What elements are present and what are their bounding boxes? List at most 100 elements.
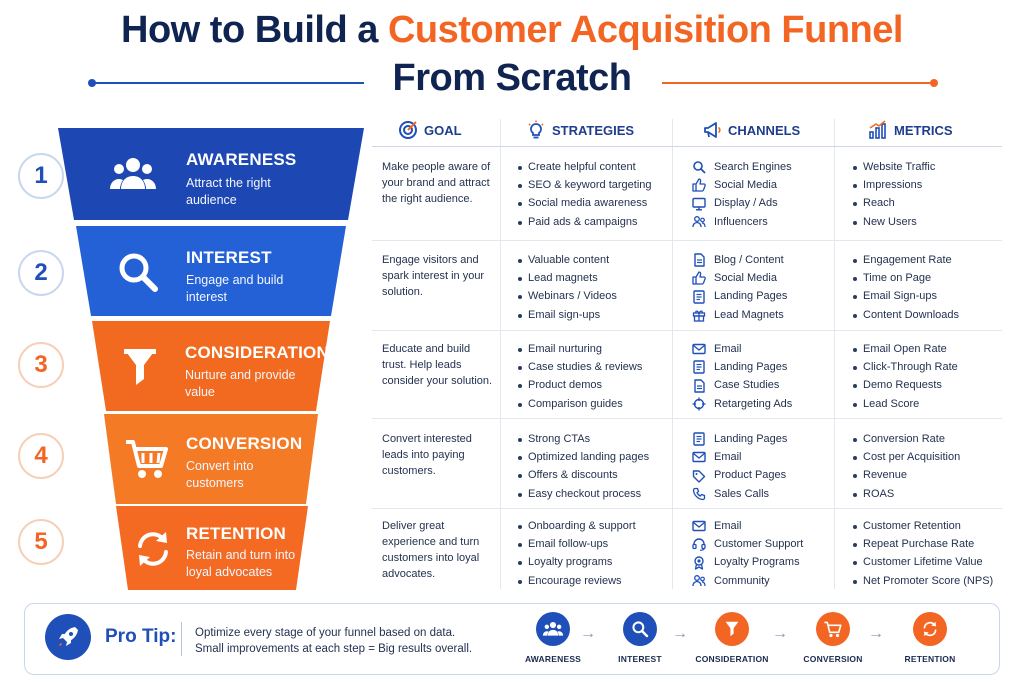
channel-label: Community bbox=[714, 574, 770, 587]
column-header-metrics: METRICS bbox=[868, 119, 953, 141]
phone-icon bbox=[692, 487, 706, 501]
strategy-item: Valuable content bbox=[517, 251, 617, 269]
channel-item: Landing Pages bbox=[692, 430, 787, 448]
users-icon bbox=[536, 612, 570, 646]
metric-item: Click-Through Rate bbox=[852, 358, 958, 376]
strategy-item: SEO & keyword targeting bbox=[517, 176, 652, 194]
channel-item: Sales Calls bbox=[692, 485, 787, 503]
channel-item: Lead Magnets bbox=[692, 306, 787, 324]
channel-label: Influencers bbox=[714, 215, 768, 228]
channel-item: Email bbox=[692, 448, 787, 466]
page-title: How to Build a Customer Acquisition Funn… bbox=[0, 8, 1024, 100]
target-icon bbox=[399, 121, 417, 139]
headset-icon bbox=[692, 537, 706, 552]
channel-item: Case Studies bbox=[692, 376, 792, 394]
strategy-item: Easy checkout process bbox=[517, 485, 649, 503]
stage-tagline-conversion: Convert into customers bbox=[186, 459, 254, 490]
channel-label: Landing Pages bbox=[714, 361, 788, 374]
page-icon bbox=[692, 289, 706, 304]
filter-icon bbox=[120, 345, 160, 389]
channel-item: Retargeting Ads bbox=[692, 395, 792, 413]
magnifier-icon bbox=[116, 250, 160, 294]
goal-text-interest: Engage visitors and spark interest in yo… bbox=[382, 254, 485, 298]
flow-step-interest: INTEREST bbox=[590, 612, 690, 664]
pro-tip-text: Optimize every stage of your funnel base… bbox=[195, 625, 472, 657]
funnel-tier-retention: RETENTION Retain and turn into loyal adv… bbox=[116, 506, 308, 590]
crosshair-icon bbox=[692, 397, 706, 411]
column-header-goal: GOAL bbox=[398, 119, 462, 141]
channel-label: Landing Pages bbox=[714, 433, 788, 445]
strategy-item: Webinars / Videos bbox=[517, 287, 617, 305]
metric-item: Engagement Rate bbox=[852, 251, 959, 269]
flow-label-retention: RETENTION bbox=[904, 654, 956, 664]
strategy-item: Optimized landing pages bbox=[517, 448, 649, 466]
column-header-strategies: STRATEGIES bbox=[526, 119, 634, 141]
channel-item: Search Engines bbox=[692, 158, 792, 176]
channel-label: Loyalty Programs bbox=[714, 556, 800, 569]
stage-tagline-interest: Engage and build interest bbox=[186, 273, 284, 304]
page-icon bbox=[692, 360, 706, 374]
column-label-goal: GOAL bbox=[424, 122, 462, 138]
title-part1: How to Build a bbox=[121, 9, 388, 51]
flow-step-awareness: AWARENESS bbox=[503, 612, 603, 664]
people-icon bbox=[692, 215, 706, 229]
channel-label: Social Media bbox=[714, 272, 777, 285]
funnel-tier-conversion: CONVERSION Convert into customers bbox=[104, 414, 318, 504]
channel-label: Lead Magnets bbox=[714, 308, 784, 321]
stage-tagline-consideration: Nurture and provide value bbox=[185, 368, 296, 399]
bar-chart-icon bbox=[869, 120, 886, 139]
arrow-right-icon: → bbox=[580, 625, 596, 642]
channel-label: Email bbox=[714, 520, 742, 532]
flow-label-interest: INTEREST bbox=[618, 654, 662, 664]
channel-item: Community bbox=[692, 572, 803, 590]
channel-item: Influencers bbox=[692, 213, 792, 231]
goal-text-consideration: Educate and build trust. Help leads cons… bbox=[382, 343, 493, 387]
metric-item: Customer Retention bbox=[852, 517, 993, 535]
channel-item: Customer Support bbox=[692, 535, 803, 553]
strategy-item: Email sign-ups bbox=[517, 306, 617, 324]
metric-item: Impressions bbox=[852, 176, 935, 194]
stage-name-retention: RETENTION bbox=[186, 524, 287, 543]
channel-item: Social Media bbox=[692, 176, 792, 194]
column-header-channels: CHANNELS bbox=[702, 119, 800, 141]
metric-item: Lead Score bbox=[852, 395, 958, 413]
step-number-2: 2 bbox=[18, 250, 64, 296]
channel-label: Display / Ads bbox=[714, 197, 778, 210]
pro-tip-label: Pro Tip: bbox=[105, 626, 177, 647]
step-number-3: 3 bbox=[18, 342, 64, 388]
strategy-item: Lead magnets bbox=[517, 269, 617, 287]
lightbulb-icon bbox=[528, 120, 544, 139]
strategy-item: Email follow-ups bbox=[517, 535, 636, 553]
funnel-tier-consideration: CONSIDERATION Nurture and provide value bbox=[92, 321, 330, 411]
channel-item: Loyalty Programs bbox=[692, 553, 803, 571]
goal-text-conversion: Convert interested leads into paying cus… bbox=[382, 433, 472, 477]
channel-label: Blog / Content bbox=[714, 254, 784, 266]
refresh-icon bbox=[132, 528, 174, 570]
search-icon bbox=[692, 160, 706, 174]
step-number-5: 5 bbox=[18, 519, 64, 565]
title-rule-left bbox=[88, 79, 364, 87]
flow-step-conversion: CONVERSION bbox=[783, 612, 883, 664]
metric-item: Customer Lifetime Value bbox=[852, 553, 993, 571]
stage-tagline-awareness: Attract the right audience bbox=[186, 176, 271, 207]
metric-item: Email Sign-ups bbox=[852, 287, 959, 305]
channel-item: Email bbox=[692, 517, 803, 535]
strategy-item: Paid ads & campaigns bbox=[517, 213, 652, 231]
strategy-item: Social media awareness bbox=[517, 194, 652, 212]
strategy-item: Comparison guides bbox=[517, 395, 642, 413]
arrow-right-icon: → bbox=[868, 625, 884, 642]
channel-label: Email bbox=[714, 343, 742, 355]
channel-item: Blog / Content bbox=[692, 251, 787, 269]
channel-label: Sales Calls bbox=[714, 487, 770, 500]
channel-item: Product Pages bbox=[692, 466, 787, 484]
metric-item: Reach bbox=[852, 194, 935, 212]
channel-label: Email bbox=[714, 451, 742, 464]
document-icon bbox=[692, 378, 706, 393]
cart-icon bbox=[816, 612, 850, 646]
